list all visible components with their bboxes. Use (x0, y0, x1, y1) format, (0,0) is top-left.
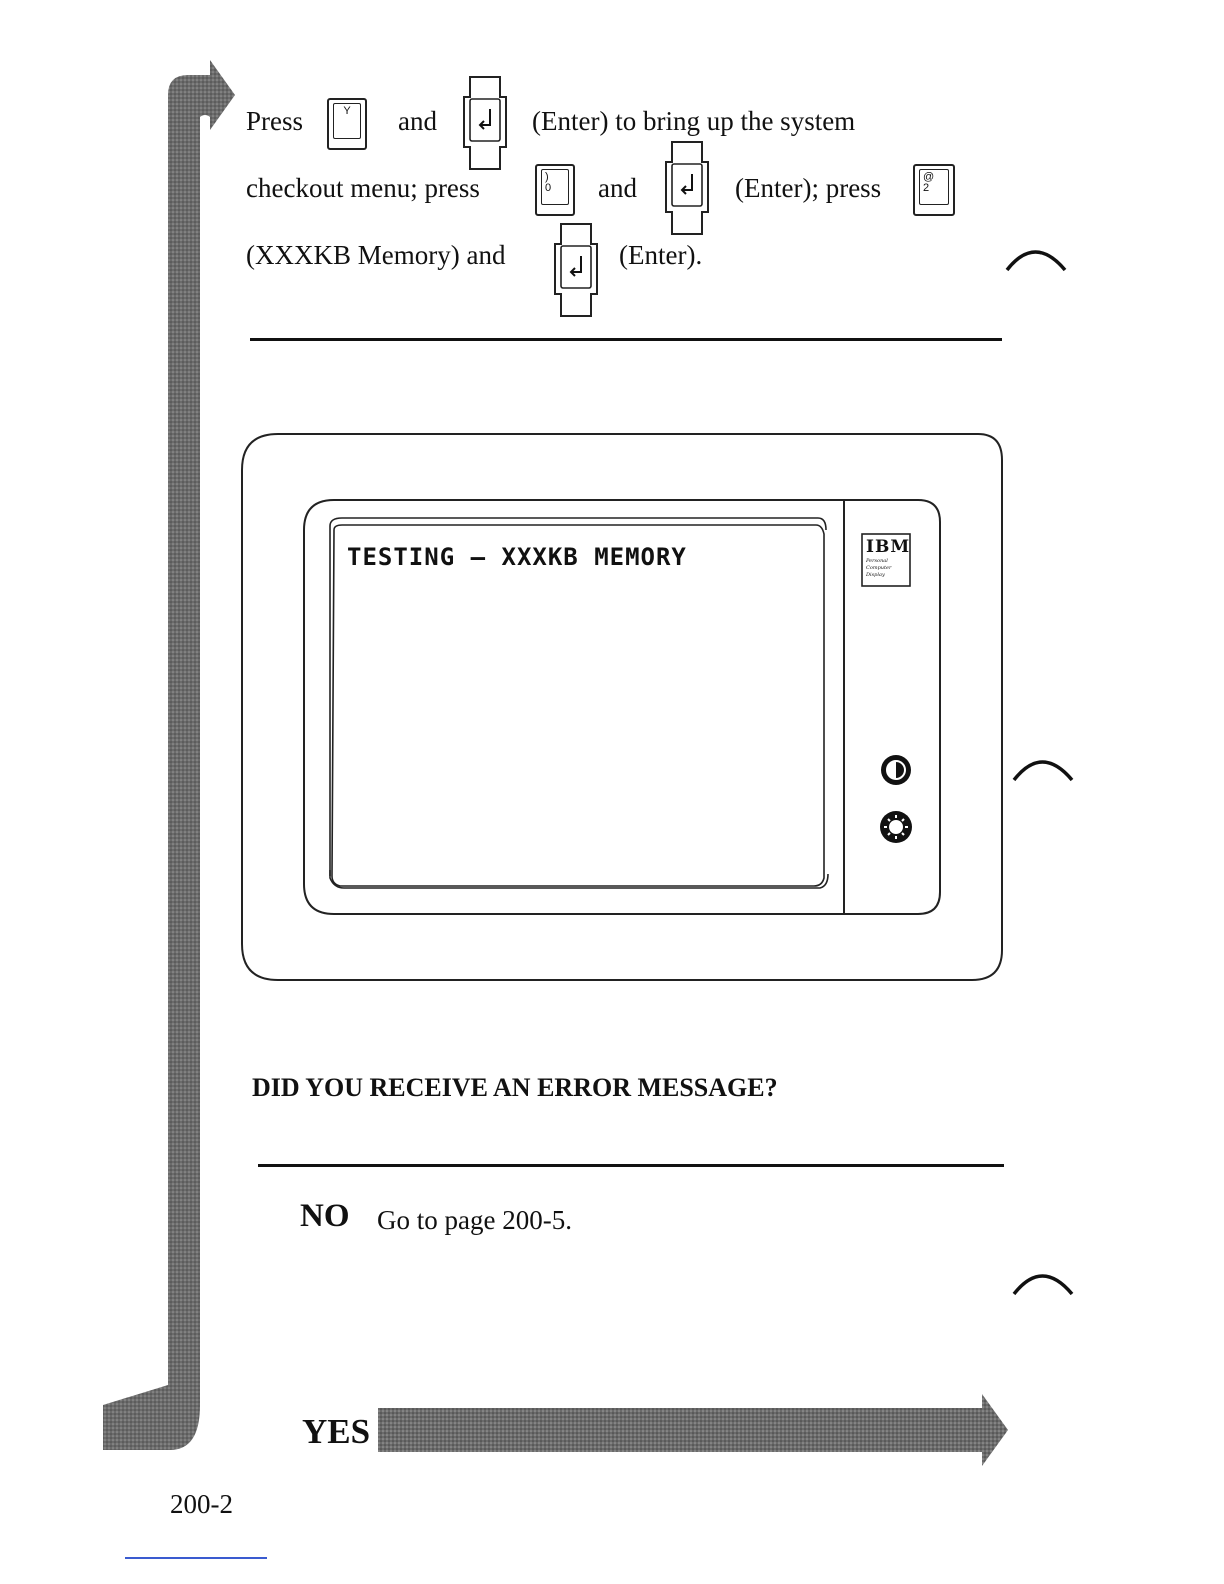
zero-key-face: ) 0 (541, 169, 569, 205)
logo-sub-2: Computer (866, 565, 910, 572)
screen-message: TESTING – XXXKB MEMORY (347, 543, 687, 571)
divider (250, 338, 1002, 341)
monitor-illustration (238, 430, 1006, 986)
logo-sub-3: Display (866, 572, 910, 579)
instruction-enter-press: (Enter); press (735, 175, 881, 202)
instruction-memory: (XXXKB Memory) and (246, 242, 505, 269)
divider (258, 1164, 1004, 1167)
two-key-bottom: 2 (923, 183, 945, 194)
two-key: @ 2 (913, 164, 955, 216)
instruction-press: Press (246, 108, 303, 135)
footer-link-underline (125, 1557, 267, 1559)
instruction-enter-tail-2: (Enter). (619, 242, 702, 269)
question-heading: DID YOU RECEIVE AN ERROR MESSAGE? (252, 1073, 778, 1103)
page-number: 200-2 (170, 1489, 233, 1520)
ibm-logo-sub: Personal Computer Display (866, 558, 910, 579)
no-label: NO (300, 1198, 350, 1235)
logo-sub-1: Personal (866, 558, 910, 565)
instruction-and-1: and (398, 108, 437, 135)
no-text: Go to page 200-5. (377, 1207, 572, 1234)
enter-key-icon (664, 140, 710, 236)
binder-hole-mark (1005, 240, 1069, 274)
enter-key-icon (462, 75, 508, 171)
yes-arrow (378, 1394, 1010, 1468)
binder-hole-mark (1012, 750, 1076, 784)
instruction-enter-tail-1: (Enter) to bring up the system (532, 108, 855, 135)
enter-key-icon (553, 222, 599, 318)
binder-hole-mark (1012, 1264, 1076, 1298)
contrast-knob-icon (881, 755, 911, 785)
yes-label: YES (302, 1412, 370, 1452)
y-key-label: Y (333, 103, 361, 139)
two-key-face: @ 2 (919, 169, 949, 205)
zero-key-bottom: 0 (545, 183, 565, 194)
zero-key: ) 0 (535, 164, 575, 216)
y-key: Y (327, 98, 367, 150)
instruction-checkout: checkout menu; press (246, 175, 480, 202)
ibm-logo: IBM (866, 537, 908, 557)
flow-arrow-left (100, 55, 250, 1455)
brightness-knob-icon (880, 811, 912, 843)
instruction-and-2: and (598, 175, 637, 202)
